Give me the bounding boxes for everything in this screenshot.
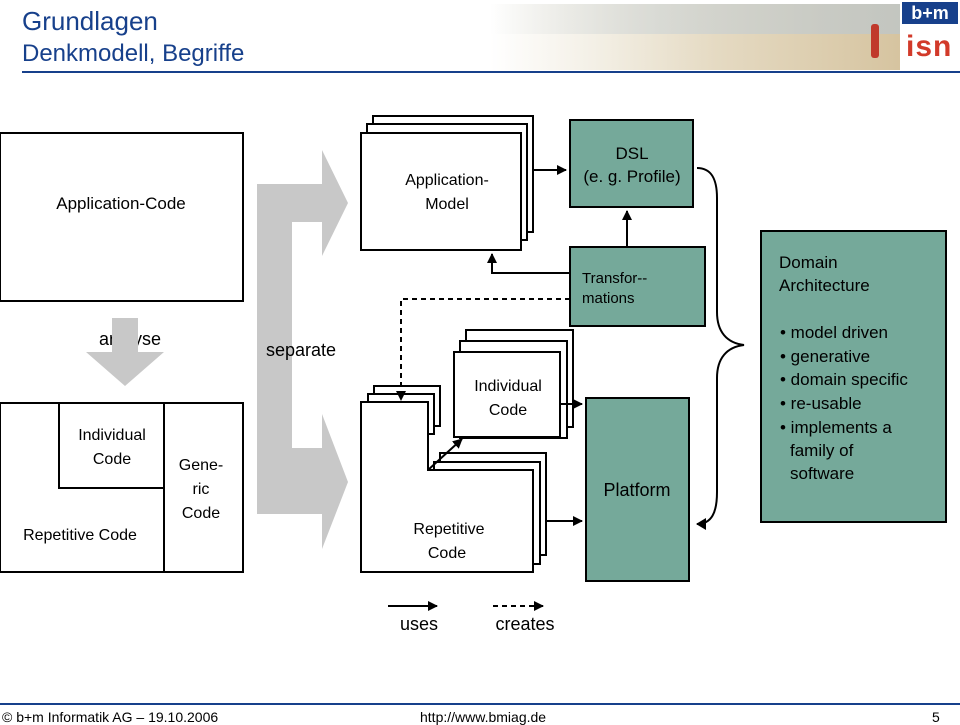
individual-code-mid-label-1: Individual [474,378,542,395]
analyse-arrow [86,318,164,386]
individual-code-mid-box [453,351,561,438]
transformations-box [569,246,706,327]
repetitive-code-box [360,401,534,573]
bullet-software: software [790,464,854,483]
footer-copyright: © b+m Informatik AG – 19.10.2006 [2,709,219,725]
transformations-label-1: Transfor-- [582,270,647,287]
banner-person-figure [871,24,879,58]
application-code-label: Application-Code [56,194,185,213]
bullet-domain-specific: • domain specific [780,370,908,389]
individual-code-left-label-1: Individual [78,427,146,444]
arrow-transf-to-model [487,253,570,274]
bullet-family-of: family of [790,441,854,460]
repetitive-code-mid-label-1: Repetitive [413,521,484,538]
application-model-label-2: Model [425,196,469,213]
platform-box [585,397,690,582]
bullet-implements-a: • implements a [780,418,892,437]
model-diagram: Application-Code analyse Individual Code… [0,115,947,634]
arrow-repetitive-to-individual [427,438,463,471]
slide-subtitle: Denkmodell, Begriffe [22,40,245,67]
header-banner-image [490,4,900,70]
repetitive-code-left-label: Repetitive Code [23,527,137,544]
generic-code-label-2: ric [193,481,210,498]
bullet-model-driven: • model driven [780,323,888,342]
application-model-box [360,132,522,251]
transformations-label-2: mations [582,290,635,307]
domain-architecture-box [760,230,947,523]
bullet-re-usable: • re-usable [780,394,862,413]
separate-arrow [257,150,348,549]
generic-code-label-3: Code [182,505,220,522]
application-model-label-1: Application- [405,172,489,189]
footer-page-number: 5 [932,709,940,725]
footer-url: http://www.bmiag.de [420,709,547,725]
dsl-box [569,119,694,208]
header-rule [22,71,960,73]
slide-title: Grundlagen [22,6,158,36]
individual-code-left-box [58,402,165,489]
brace-arrowhead [696,518,706,530]
banner-sky [490,4,900,34]
dsl-label-1: DSL [615,144,648,163]
footer-rule [0,703,960,705]
curly-brace [696,167,745,525]
application-code-box [0,132,244,302]
dsl-label-2: (e. g. Profile) [583,167,680,186]
separate-label: separate [266,340,336,360]
generic-code-label-1: Gene- [179,457,223,474]
legend-uses-label: uses [400,614,438,634]
bullet-generative: • generative [780,347,870,366]
company-logo-top: b+m [902,2,958,24]
domain-architecture-title-2: Architecture [779,276,870,295]
individual-code-left-label-2: Code [93,451,131,468]
arrow-transf-creates-code [396,298,570,401]
platform-label: Platform [603,480,670,500]
individual-code-mid-label-2: Code [489,402,527,419]
company-logo-bottom: isn [906,30,953,63]
domain-architecture-title-1: Domain [779,253,838,272]
repetitive-code-mid-label-2: Code [428,545,466,562]
legend-creates-label: creates [495,614,554,634]
